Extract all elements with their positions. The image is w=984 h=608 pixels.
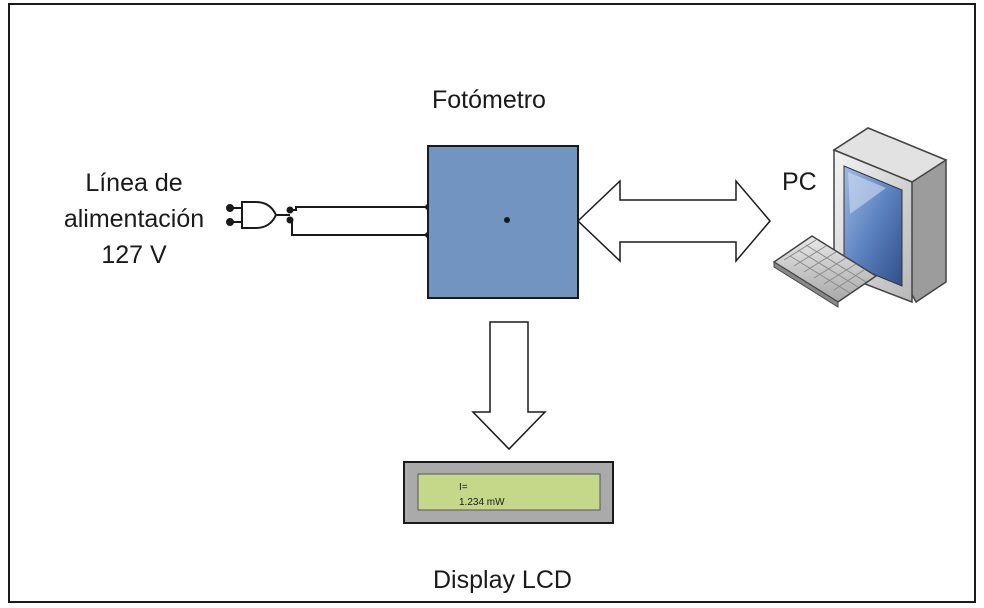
lcd-line-1: I=: [459, 482, 468, 493]
down-arrow: [471, 321, 547, 451]
photometer-block: [427, 145, 579, 299]
photometer-center-dot: [504, 217, 510, 223]
display-label: Display LCD: [433, 566, 572, 594]
power-line-label-1: Línea de: [85, 169, 183, 197]
lcd-line-2: 1.234 mW: [459, 497, 505, 508]
diagram-border: [8, 3, 976, 603]
power-line-label: Línea de alimentación 127 V: [34, 165, 234, 273]
plug-icon: [226, 201, 294, 229]
power-wires: [290, 204, 431, 238]
power-line-label-3: 127 V: [101, 241, 167, 269]
photometer-label: Fotómetro: [432, 86, 546, 114]
bidirectional-arrow: [576, 178, 771, 264]
pc-label: PC: [782, 168, 817, 196]
keyboard-icon: [772, 235, 878, 308]
lcd-display: I= 1.234 mW: [403, 461, 614, 524]
computer-icon: [772, 127, 948, 308]
power-line-label-2: alimentación: [63, 205, 205, 233]
